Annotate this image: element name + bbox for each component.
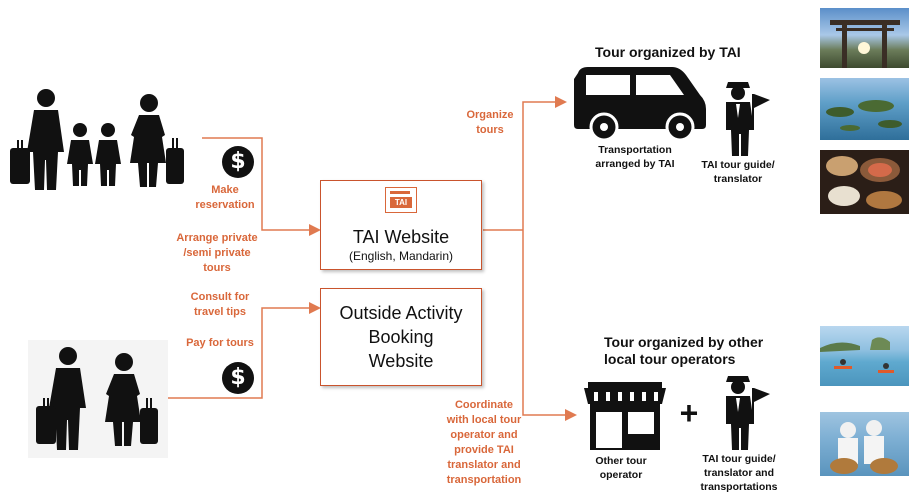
outside-website-title: Outside Activity Booking Website (339, 303, 463, 371)
label-make-reservation: Make reservation (195, 184, 255, 211)
tour-tai-header: Tour organized by TAI (595, 44, 741, 60)
line-to-tour-tai (522, 96, 567, 230)
tai-logo-text: TAI (390, 197, 412, 208)
label-organize-tours: Organize tours (466, 109, 514, 136)
label-consult: Consult for travel tips (190, 291, 250, 318)
dollar-symbol: $ (230, 149, 246, 174)
torii-icon (390, 191, 410, 194)
label-coordinate: Coordinate with local tour operator and … (446, 399, 522, 486)
shop-storefront-icon (584, 382, 666, 450)
dollar-coin-icon: $ (222, 146, 254, 178)
photo-islands-sea (820, 78, 909, 140)
other-operator-caption: Other tour operator (595, 455, 647, 481)
line-to-tour-other (522, 230, 577, 421)
tour-guide-with-flag-icon (726, 376, 770, 450)
photo-shrine-gate (820, 8, 909, 68)
photo-kayaking (820, 326, 909, 386)
family-with-luggage-icon (10, 89, 184, 190)
van-icon (574, 67, 706, 142)
photo-japanese-meal (820, 150, 909, 214)
outside-booking-website-box: Outside Activity Booking Website (320, 288, 482, 386)
label-arrange-private: Arrange private /semi private tours (176, 232, 258, 274)
plus-sign: + (679, 395, 699, 431)
tai-website-box: TAI TAI Website (English, Mandarin) (320, 180, 482, 270)
tai-logo: TAI (385, 187, 417, 213)
tai-website-title: TAI Website (352, 227, 450, 247)
tour-other-header: Tour organized by other local tour opera… (604, 334, 764, 367)
label-pay: Pay for tours (186, 337, 254, 349)
photo-ama-divers (820, 412, 909, 476)
tai-website-subtitle: (English, Mandarin) (348, 249, 454, 263)
transport-caption: Transportation arranged by TAI (595, 144, 675, 170)
line-family-to-tai (202, 137, 321, 236)
dollar-symbol: $ (230, 365, 246, 390)
tour-guide-with-flag-icon (726, 82, 770, 156)
couple-with-luggage-icon (28, 340, 168, 458)
dollar-coin-icon: $ (222, 362, 254, 394)
line-couple-to-outside (165, 302, 321, 399)
tai-guide-transport-caption: TAI tour guide/ translator and transport… (700, 453, 778, 493)
tai-guide-caption: TAI tour guide/ translator (701, 159, 775, 185)
